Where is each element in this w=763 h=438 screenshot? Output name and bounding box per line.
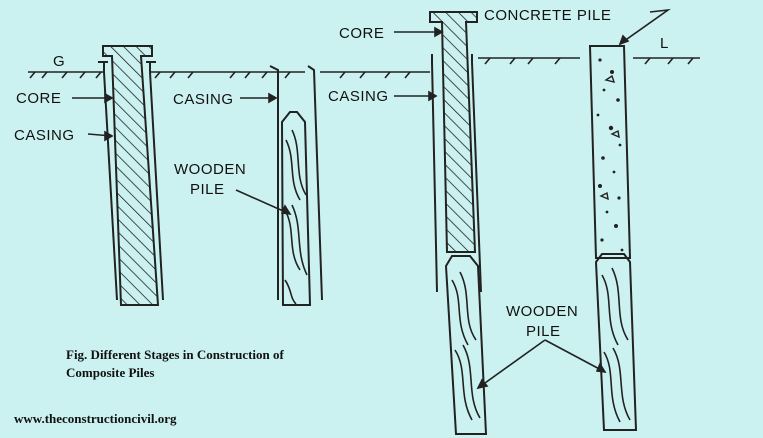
- label-core-left: CORE: [16, 90, 61, 107]
- label-wooden-pile-right-2: PILE: [526, 323, 561, 340]
- stage4-wooden-pile: [594, 253, 638, 431]
- figure-caption: Fig. Different Stages in Construction of…: [66, 346, 366, 382]
- label-core-right: CORE: [339, 25, 384, 42]
- label-wooden-pile-mid-1: WOODEN: [174, 161, 246, 178]
- caption-line-2: Composite Piles: [66, 365, 155, 380]
- ground-line-middle: [150, 71, 430, 79]
- ground-line-right: [478, 57, 700, 65]
- stage3-wooden-pile: [444, 255, 488, 435]
- stage3-wood-grain: [451, 271, 481, 421]
- label-casing-left: CASING: [14, 127, 75, 144]
- label-g: G: [53, 53, 65, 70]
- stage3-core: [429, 11, 478, 253]
- stage2-wood-grain: [284, 129, 308, 305]
- stage4-concrete-pile: [588, 45, 632, 259]
- stage2-wooden-pile: [280, 111, 312, 306]
- label-l: L: [660, 35, 669, 52]
- label-wooden-pile-mid-2: PILE: [190, 181, 225, 198]
- website-url: www.theconstructioncivil.org: [14, 411, 177, 426]
- stage4-concrete-aggregate: [596, 58, 624, 252]
- caption-line-1: Fig. Different Stages in Construction of: [66, 347, 284, 362]
- leader-arrows: [72, 8, 671, 390]
- label-wooden-pile-right-1: WOODEN: [506, 303, 578, 320]
- ground-line-left: [28, 71, 104, 79]
- stage3-casing: [431, 54, 482, 293]
- stage2-casing: [269, 65, 323, 301]
- stage4-wood-grain: [601, 267, 631, 423]
- stage1-casing: [98, 61, 164, 301]
- label-casing-mid: CASING: [173, 91, 234, 108]
- label-casing-right: CASING: [328, 88, 389, 105]
- stage1-core: [102, 45, 160, 306]
- label-concrete-pile: CONCRETE PILE: [484, 7, 611, 24]
- stage4-concrete-stones: [599, 74, 620, 201]
